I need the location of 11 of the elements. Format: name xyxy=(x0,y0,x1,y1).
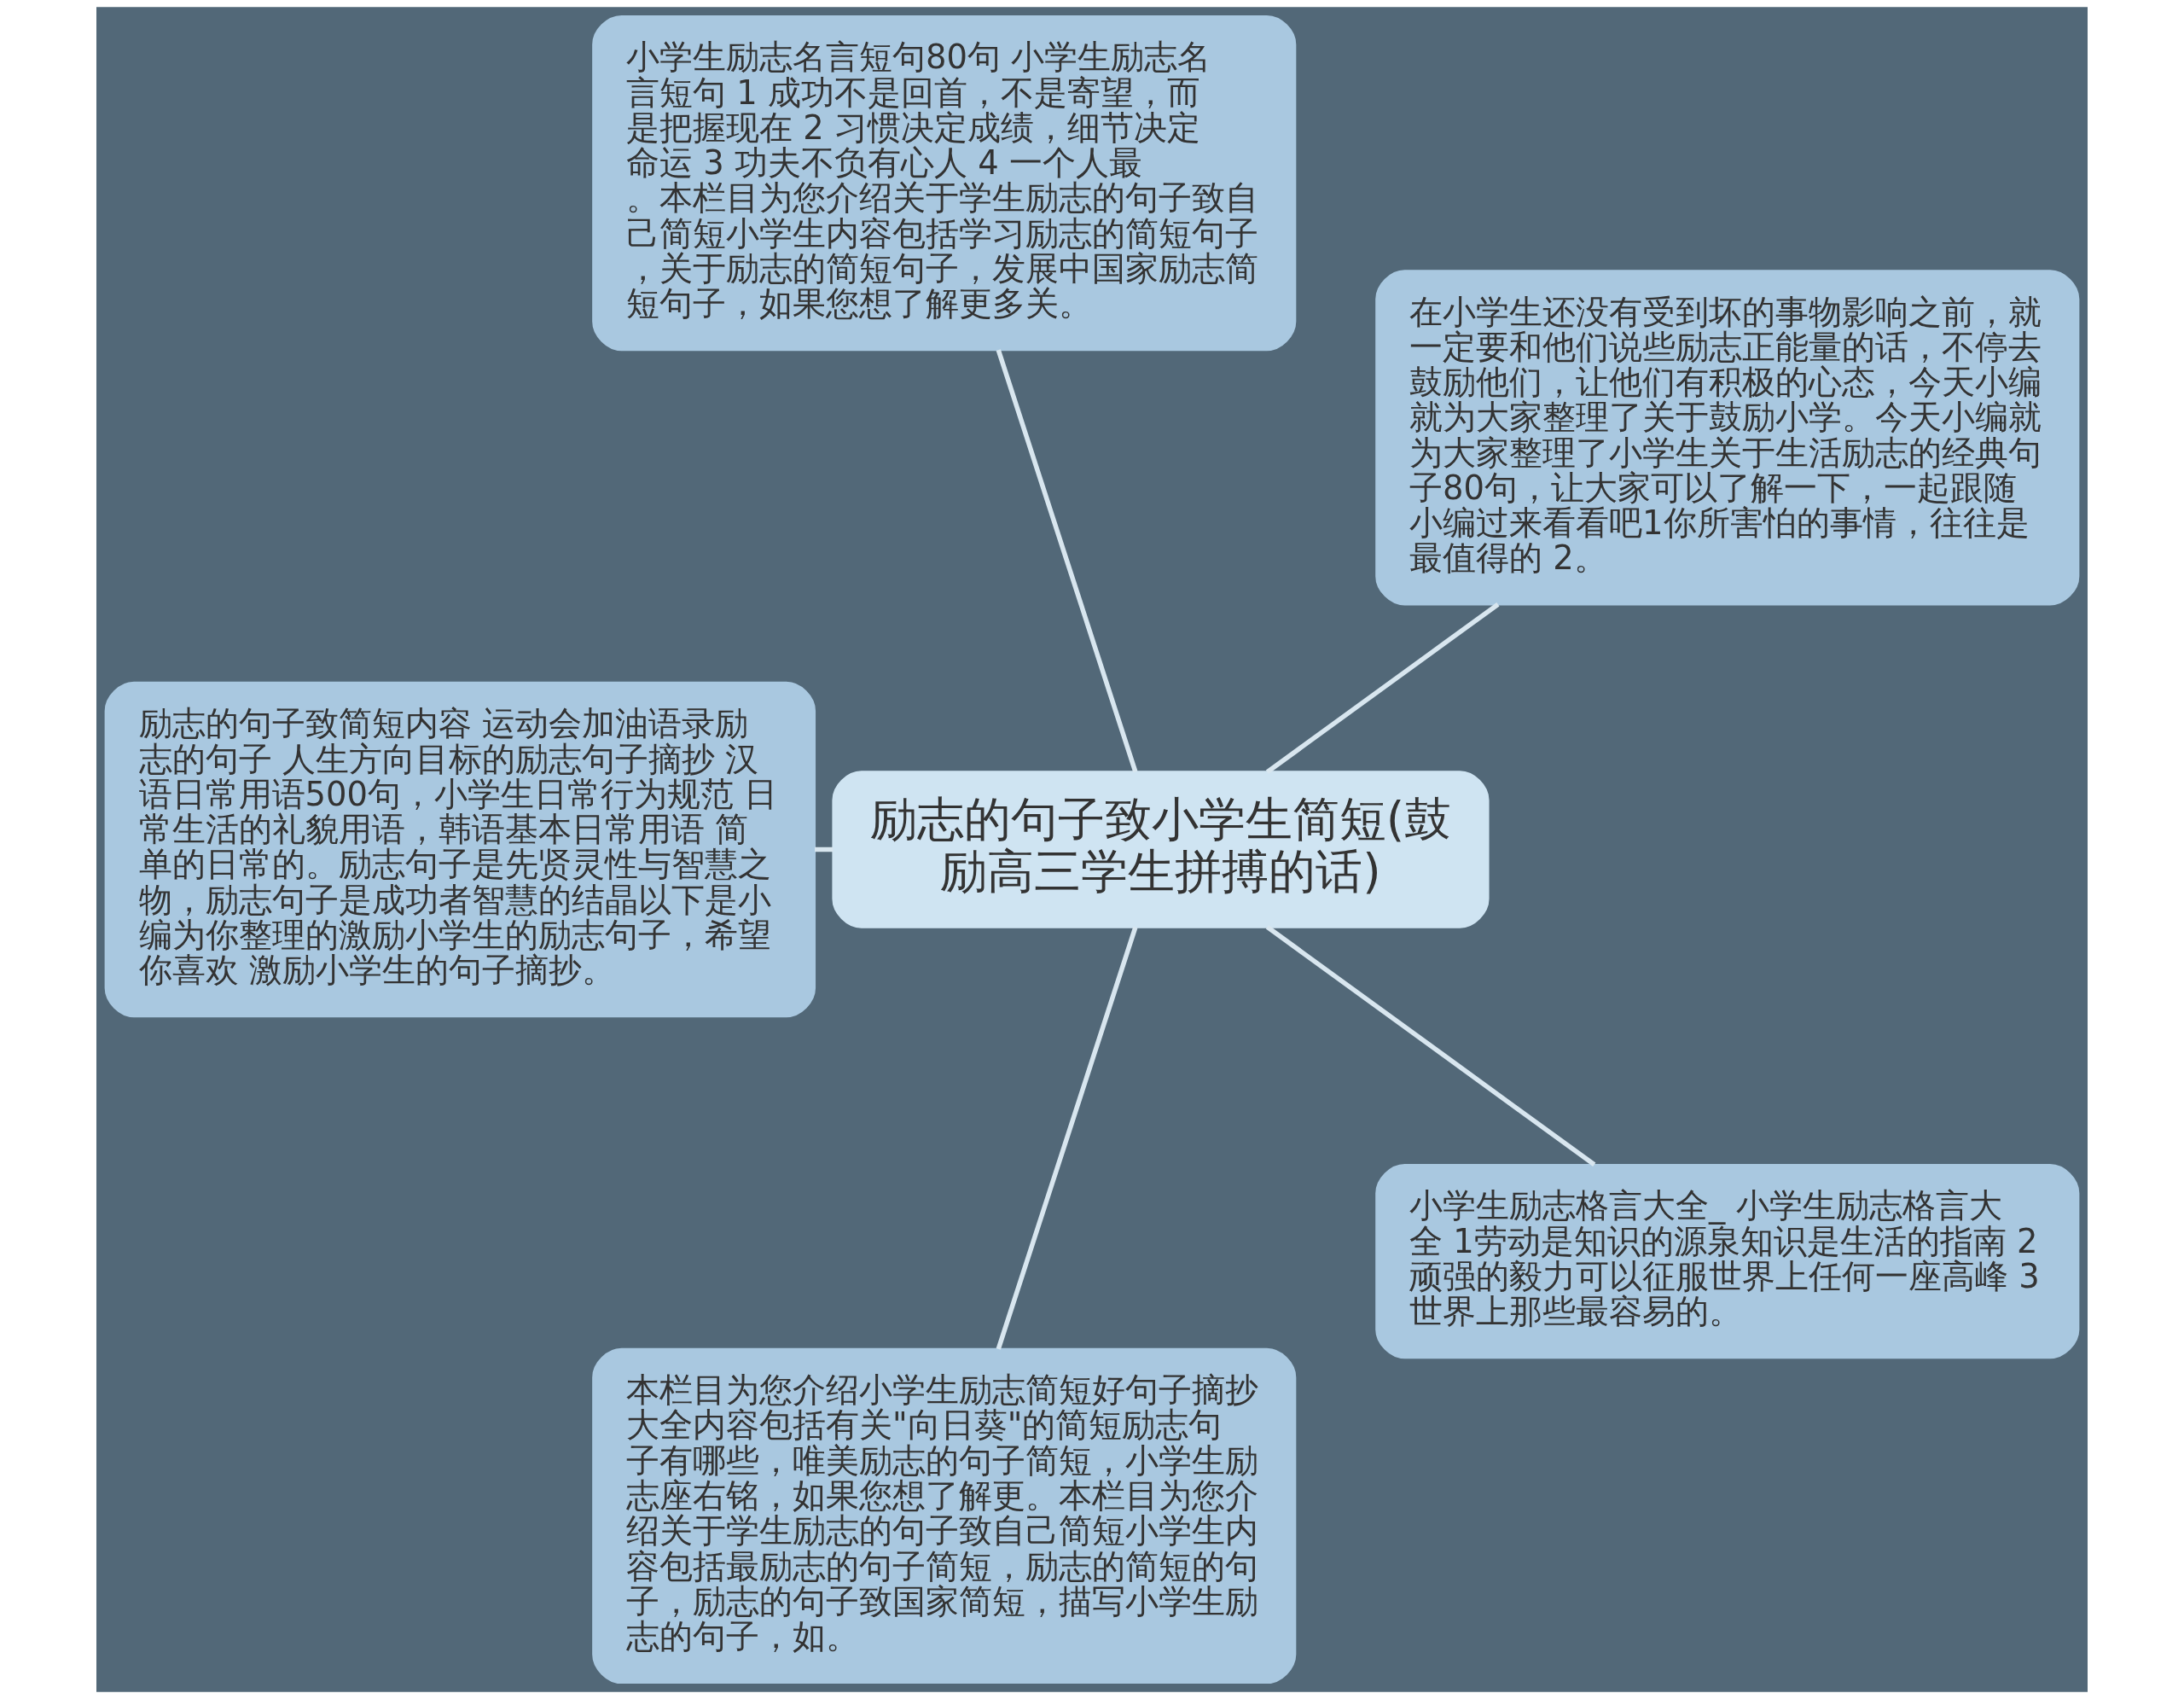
node-box: 小学生励志名言短句80句 小学生励志名言短句 1 成功不是回首，不是寄望，而是把握现在 2 习惯决定成绩，细节决定命运 3 功夫不负有心人 4 一个人最。本栏目为您介绍关于学生励志的句子致自己简短小学生内容包括学习励志的简短句子，关于励志的简短句子，发展中国家励志简短句子，如果您想了解更多关。 xyxy=(592,15,1297,352)
node-box: 励志的句子致小学生简短(鼓励高三学生拼搏的话) xyxy=(832,771,1490,928)
node-box: 小学生励志格言大全_ 小学生励志格言大全 1劳动是知识的源泉知识是生活的指南 2顽强的毅力可以征服世界上任何一座高峰 3世界上那些最容易的。 xyxy=(1375,1164,2080,1359)
connector xyxy=(996,926,1138,1350)
connector xyxy=(1265,925,1596,1167)
connector xyxy=(996,349,1138,773)
node-box: 在小学生还没有受到坏的事物影响之前，就一定要和他们说些励志正能量的话，不停去鼓励他们，让他们有积极的心态，今天小编就为大家整理了关于鼓励小学。今天小编就为大家整理了小学生关于生活励志的经典句子80句，让大家可以了解一下，一起跟随小编过来看看吧1你所害怕的事情，往往是最值得的 2。 xyxy=(1375,270,2080,606)
connector xyxy=(815,847,834,852)
node-box: 励志的句子致简短内容 运动会加油语录励志的句子 人生方向目标的励志句子摘抄 汉语日常用语500句，小学生日常行为规范 日常生活的礼貌用语，韩语基本日常用语 简单的日常的。励志句子是先贤灵性与智慧之物，励志句子是成功者智慧的结晶以下是小编为你整理的激励小学生的励志句子，希望你喜欢 激励小学生的句子摘抄。 xyxy=(104,681,816,1018)
connector xyxy=(1265,602,1500,774)
node-box: 本栏目为您介绍小学生励志简短好句子摘抄大全内容包括有关"向日葵"的简短励志句子有哪些，唯美励志的句子简短，小学生励志座右铭，如果您想了解更。本栏目为您介绍关于学生励志的句子致自己简短小学生内容包括最励志的句子简短，励志的简短的句子，励志的句子致国家简短，描写小学生励志的句子，如。 xyxy=(592,1347,1297,1684)
